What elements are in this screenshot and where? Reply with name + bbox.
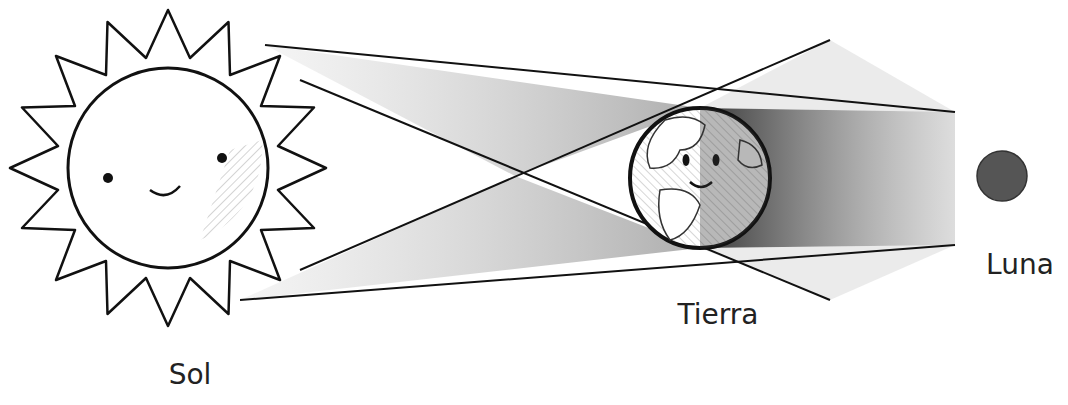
penumbra (700, 245, 955, 300)
continent (659, 189, 700, 240)
earth-night (700, 108, 770, 248)
moon-body (977, 151, 1027, 201)
continent (647, 117, 705, 168)
sun-shading (200, 140, 262, 240)
light-rays (240, 40, 955, 300)
sun-eye (103, 173, 113, 183)
sun-label: Sol (169, 360, 212, 391)
penumbra (700, 40, 955, 112)
moon-label: Luna (986, 250, 1054, 281)
earth-eye (683, 154, 690, 166)
umbra (700, 108, 955, 248)
earth-label: Tierra (678, 300, 759, 331)
sun-eye (217, 153, 227, 163)
earth-body (630, 108, 770, 248)
sun-smile (150, 186, 180, 195)
sun-rays (10, 10, 326, 326)
sun-body (68, 68, 268, 268)
